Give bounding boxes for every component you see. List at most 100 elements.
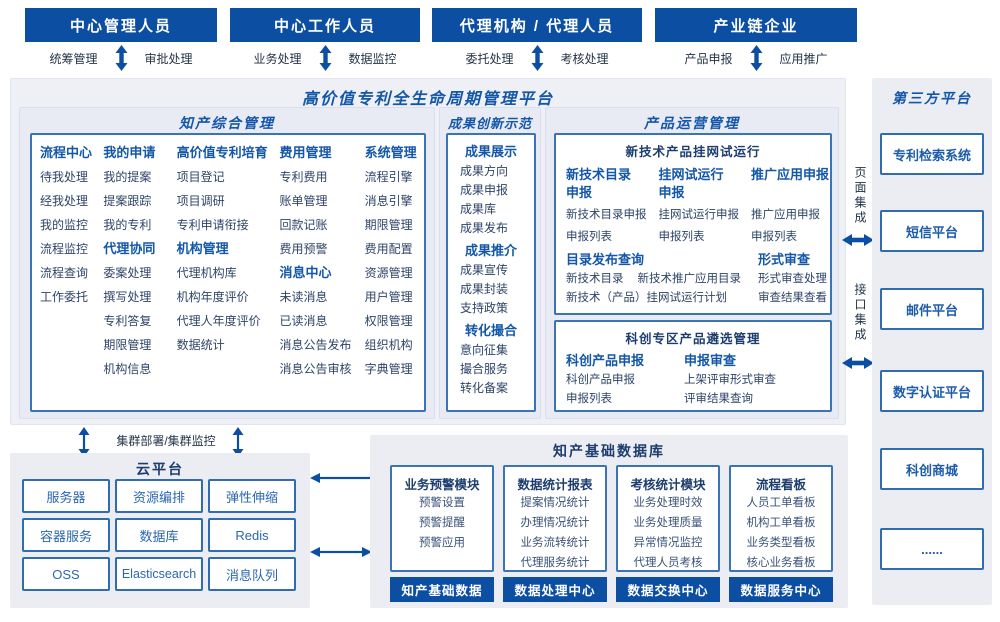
menu-item: 业务处理质量	[633, 517, 703, 529]
leftright-arrow-icon	[842, 233, 874, 247]
menu-item: 待我处理	[40, 170, 89, 184]
cloud-database: 数据库	[115, 518, 203, 552]
menu-item: 权限管理	[364, 314, 413, 328]
actor-bar-center-managers: 中心管理人员	[25, 8, 217, 42]
cloud-container-service: 容器服务	[22, 518, 110, 552]
ip-col-process: 流程中心 待我处理 经我处理 我的监控 流程监控 流程查询 工作委托	[40, 141, 103, 381]
group-catalog-query: 目录发布查询 新技术目录新技术推广应用目录 新技术（产品）挂网试运行计划	[566, 250, 758, 308]
menu-item: 业务类型看板	[746, 537, 816, 549]
menu-item: 异常情况监控	[633, 537, 703, 549]
cluster-label: 集群部署/集群监控	[116, 434, 216, 448]
db-badge-data-exchange: 数据交换中心	[616, 577, 720, 602]
section-title: 产品运营管理	[644, 115, 740, 131]
group-header: 考核统计模块	[630, 478, 706, 492]
menu-item: 成果方向	[460, 164, 509, 178]
updown-arrow-icon	[319, 45, 332, 71]
ip-management-box: 流程中心 待我处理 经我处理 我的监控 流程监控 流程查询 工作委托 我的申请 …	[30, 133, 426, 412]
group-catalog-declare: 新技术目录申报 新技术目录申报 申报列表	[566, 166, 659, 248]
menu-item: 推广应用申报	[751, 209, 820, 221]
group-header: 高价值专利培育	[176, 145, 268, 160]
menu-item: 业务流转统计	[520, 537, 590, 549]
cloud-platform-title: 云平台	[136, 461, 184, 477]
menu-item: 专利答复	[103, 314, 152, 328]
third-party-more: ......	[880, 528, 984, 570]
db-col-assessment: 考核统计模块 业务处理时效 业务处理质量 异常情况监控 代理人员考核	[616, 465, 720, 572]
menu-item: 项目登记	[176, 170, 225, 184]
menu-item: 撮合服务	[460, 362, 509, 376]
menu-item: 挂网试运行申报	[658, 209, 740, 221]
db-badge-ip-base-data: 知产基础数据	[390, 577, 494, 602]
group-header: 我的申请	[103, 145, 156, 160]
ip-database-title: 知产基础数据库	[553, 443, 665, 459]
group-header: 目录发布查询	[566, 252, 645, 267]
cloud-platform-panel: 云平台 服务器 资源编排 弹性伸缩 容器服务 数据库 Redis OSS Ela…	[10, 453, 310, 608]
role-label: 委托处理	[465, 51, 514, 66]
group-header: 形式审查	[758, 252, 811, 267]
cloud-message-queue: 消息队列	[208, 557, 296, 591]
menu-item: 科创产品申报	[566, 374, 635, 386]
menu-item: 期限管理	[364, 218, 413, 232]
section-achievement: 成果创新示范 成果展示 成果方向 成果申报 成果库 成果发布 成果推介 成果宣传…	[439, 107, 541, 419]
leftright-arrow-icon	[310, 546, 372, 558]
menu-item: 申报列表	[566, 393, 612, 405]
menu-item: 数据统计	[176, 338, 225, 352]
actor-bar-agencies: 代理机构 / 代理人员	[432, 8, 642, 42]
box-title: 新技术产品挂网试运行	[625, 145, 761, 159]
api-integration-label: 接口集成	[853, 283, 867, 343]
menu-item: 提案情况统计	[520, 497, 590, 509]
actor-roles-0: 统筹管理 审批处理	[25, 44, 217, 72]
menu-item: 审查结果查看	[758, 292, 827, 304]
menu-item: 预警设置	[419, 497, 465, 509]
third-party-sci-mall: 科创商城	[880, 448, 984, 490]
group-header: 挂网试运行申报	[658, 167, 724, 200]
menu-item: 我的监控	[40, 218, 89, 232]
menu-item: 组织机构	[364, 338, 413, 352]
role-label: 应用推广	[779, 51, 828, 66]
menu-item: 代理机构库	[176, 266, 237, 280]
group-header: 业务预警模块	[404, 478, 480, 492]
third-party-title: 第三方平台	[892, 90, 972, 106]
third-party-digital-cert: 数字认证平台	[880, 370, 984, 412]
role-label: 统筹管理	[49, 51, 98, 66]
group-header: 代理协同	[103, 241, 156, 256]
db-col-warning: 业务预警模块 预警设置 预警提醒 预警应用	[390, 465, 494, 572]
group-header: 消息中心	[279, 265, 332, 280]
cloud-resource-orchestration: 资源编排	[115, 479, 203, 513]
menu-item: 经我处理	[40, 194, 89, 208]
menu-item: 专利费用	[279, 170, 328, 184]
section-ip-management: 知产综合管理 流程中心 待我处理 经我处理 我的监控 流程监控 流程查询 工作委…	[19, 107, 435, 419]
platform-title: 高价值专利全生命周期管理平台	[301, 91, 554, 108]
role-label: 数据监控	[348, 51, 397, 66]
menu-item: 回款记账	[279, 218, 328, 232]
menu-item: 消息公告发布	[279, 338, 352, 352]
menu-item: 新技术（产品）挂网试运行计划	[566, 292, 727, 304]
menu-item-row: 新技术目录新技术推广应用目录	[566, 270, 758, 289]
menu-item: 上架评审形式审查	[684, 374, 776, 386]
updown-arrow-icon	[531, 45, 544, 71]
cloud-elastic-scaling: 弹性伸缩	[208, 479, 296, 513]
cloud-elasticsearch: Elasticsearch	[115, 557, 203, 591]
cloud-redis: Redis	[208, 518, 296, 552]
menu-item: 机构工单看板	[746, 517, 816, 529]
menu-item: 已读消息	[279, 314, 328, 328]
db-badge-data-service: 数据服务中心	[729, 577, 833, 602]
role-label: 考核处理	[560, 51, 609, 66]
ip-col-cultivation: 高价值专利培育 项目登记 项目调研 专利申请衔接 机构管理 代理机构库 机构年度…	[177, 141, 280, 381]
menu-item: 人员工单看板	[746, 497, 816, 509]
updown-arrow-icon	[750, 45, 763, 71]
group-formal-review: 形式审查 形式审查处理 审查结果查看	[758, 250, 827, 308]
menu-item: 申报列表	[751, 231, 797, 243]
menu-item: 转化备案	[460, 381, 509, 395]
actor-roles-3: 产品申报 应用推广	[655, 44, 857, 72]
group-header: 成果展示	[464, 144, 517, 159]
ip-col-system: 系统管理 流程引擎 消息引擎 期限管理 费用配置 资源管理 用户管理 权限管理 …	[365, 141, 424, 381]
section-title: 知产综合管理	[179, 115, 275, 131]
menu-item: 消息公告审核	[279, 362, 352, 376]
left-arrow-icon	[310, 472, 372, 484]
menu-item: 未读消息	[279, 290, 328, 304]
role-label: 审批处理	[144, 51, 193, 66]
menu-item: 评审结果查询	[684, 393, 753, 405]
sci-tech-selection-box: 科创专区产品遴选管理 科创产品申报 科创产品申报 申报列表 申报审查 上架评审形…	[554, 320, 832, 412]
menu-item: 项目调研	[176, 194, 225, 208]
